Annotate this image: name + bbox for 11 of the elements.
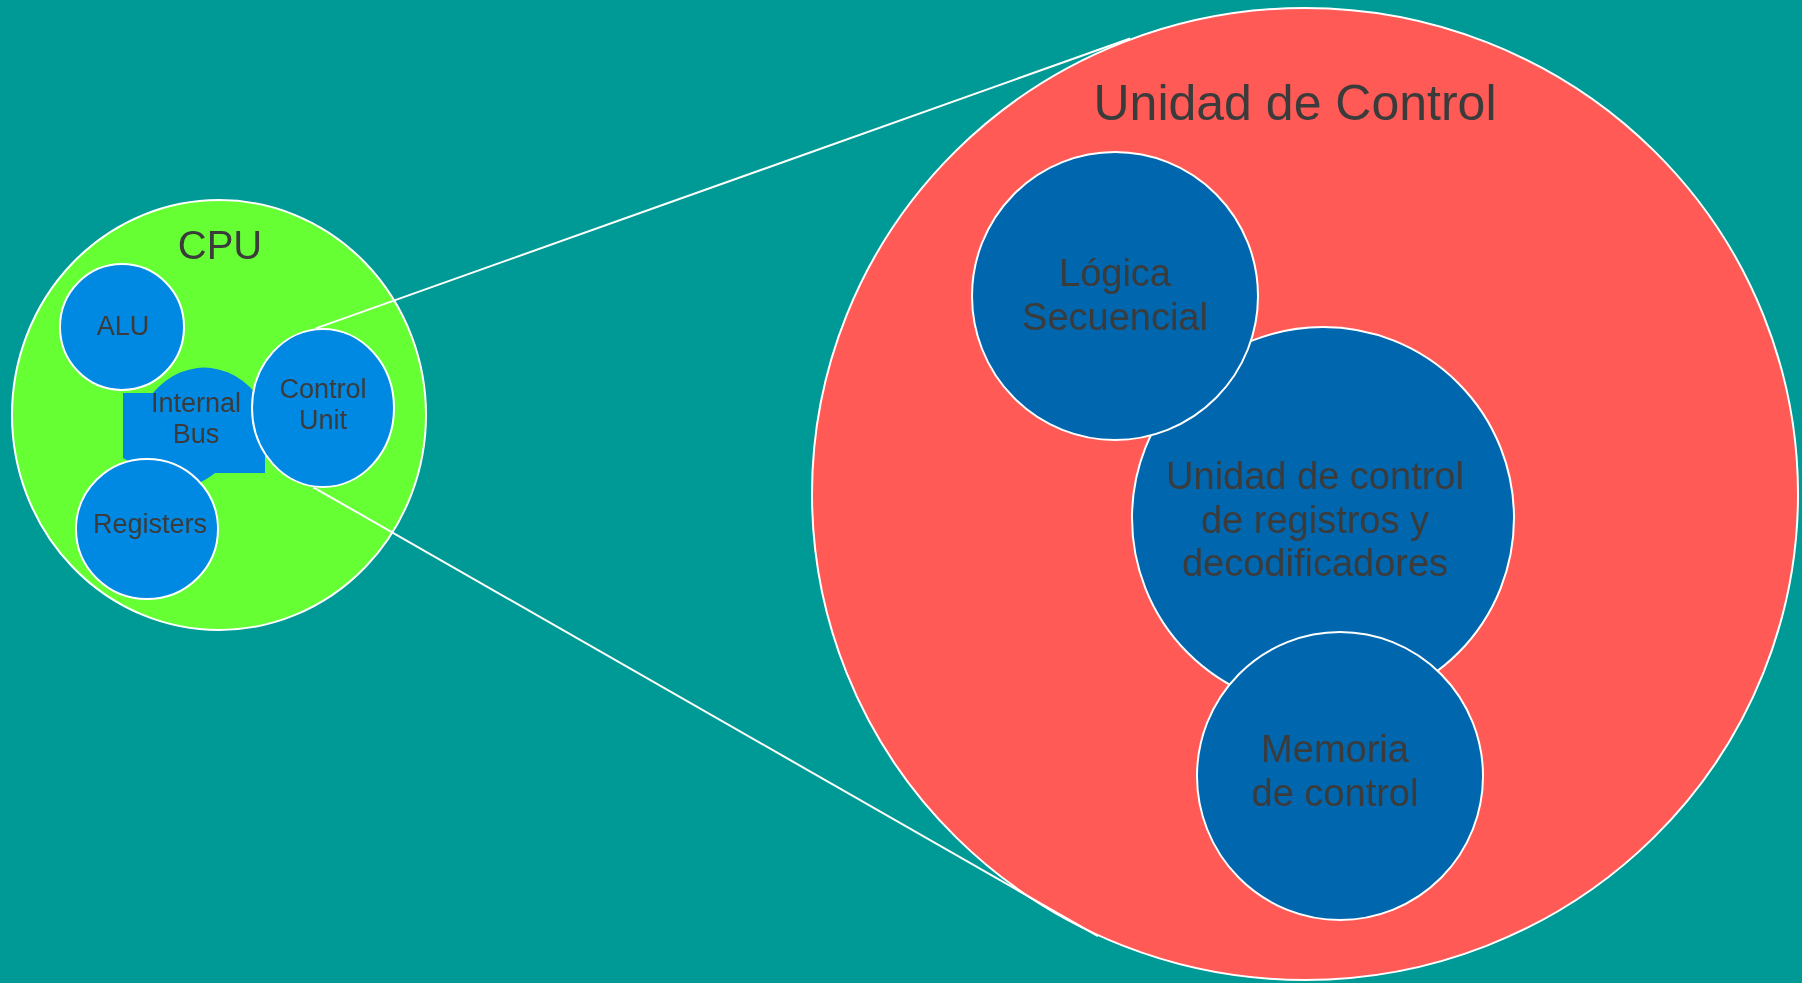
circle-label: ALU — [95, 311, 151, 343]
zoom-line — [312, 486, 1099, 938]
circle-label: Control Unit — [278, 374, 368, 437]
circle-label: Unidad de Control — [1092, 75, 1498, 133]
zoom-line — [314, 37, 1132, 330]
circle-label: CPU — [176, 222, 264, 268]
circle-label: Memoria de control — [1250, 728, 1420, 816]
circle-label: Lógica Secuencial — [1021, 252, 1209, 340]
circle-label: Registers — [91, 509, 208, 541]
circle-label: Internal Bus — [149, 388, 243, 451]
circle-label: Unidad de control de registros y decodificadores — [1165, 455, 1465, 587]
